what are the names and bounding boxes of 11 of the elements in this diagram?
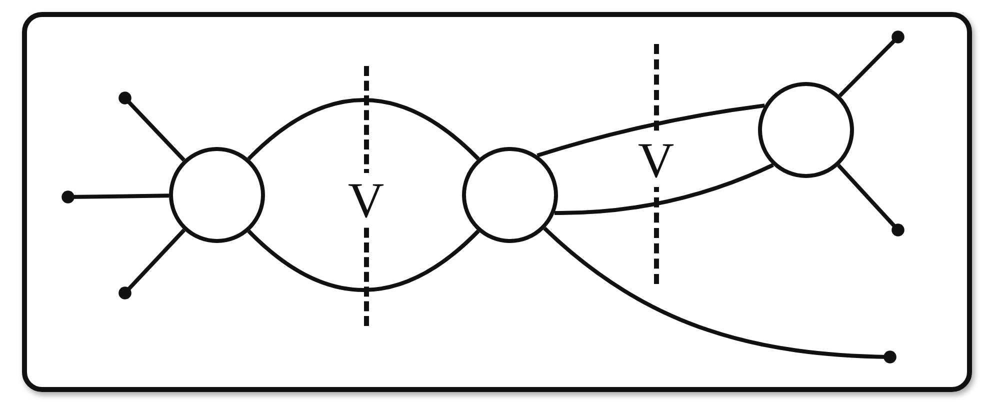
propagator-line (247, 230, 480, 292)
propagator-line (536, 104, 765, 158)
external-leg (543, 226, 896, 364)
external-leg (837, 164, 904, 236)
external-leg (118, 228, 186, 300)
external-leg (838, 30, 904, 98)
propagator-line (247, 98, 480, 160)
propagator-line (554, 163, 774, 215)
external-leg (62, 190, 170, 204)
cut-label: V (636, 133, 676, 187)
external-leg (118, 92, 186, 162)
